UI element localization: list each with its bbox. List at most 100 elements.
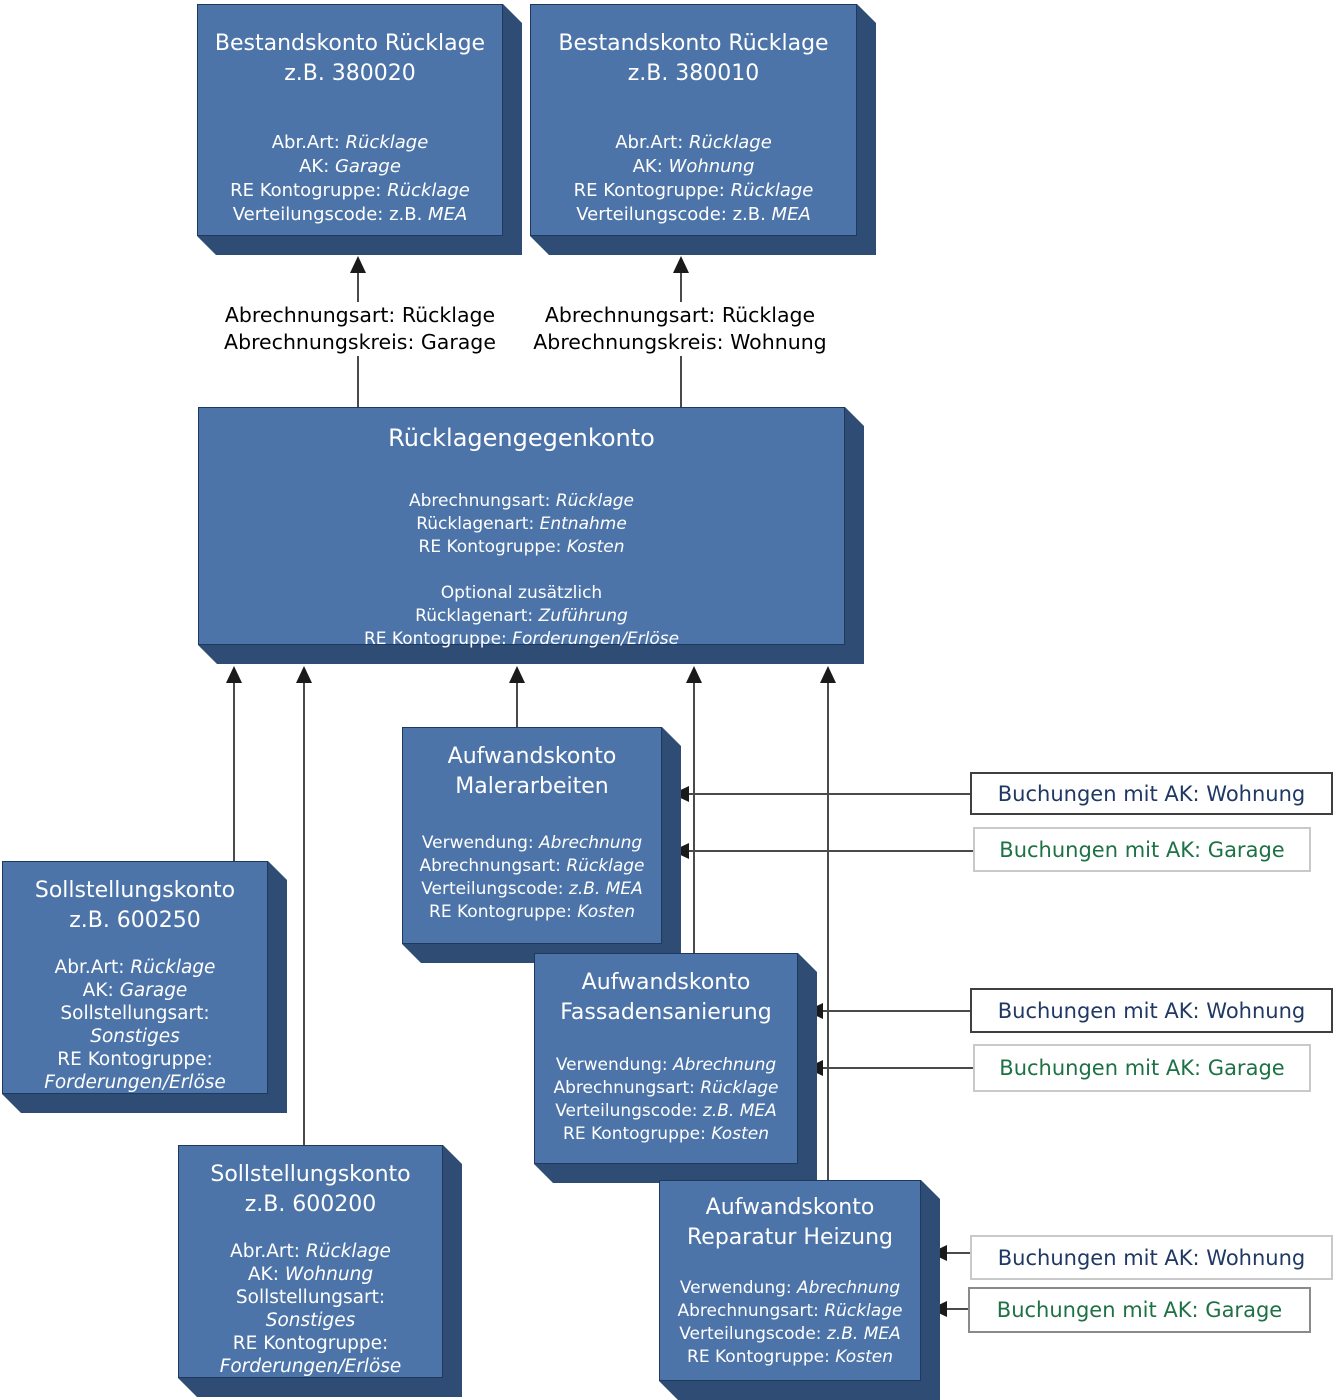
box-attribute: AK: Garage <box>82 980 188 1001</box>
label-buchungen-wohnung-malerarbeiten: Buchungen mit AK: Wohnung <box>970 772 1333 815</box>
box-face: Rücklagengegenkonto Abrechnungsart: Rück… <box>198 407 845 645</box>
box-bestandskonto-380020: Bestandskonto Rücklage z.B. 380020 Abr.A… <box>197 4 522 255</box>
box-attribute: Abr.Art: Rücklage <box>230 1241 391 1262</box>
box-attribute: RE Kontogruppe: Kosten <box>563 1124 769 1144</box>
box-attribute: Rücklagenart: Zuführung <box>415 606 628 626</box>
label-buchungen-garage-malerarbeiten: Buchungen mit AK: Garage <box>973 827 1311 872</box>
arrow-shaft <box>233 683 235 861</box>
arrow-malerarbeiten-to-gegenkonto <box>509 666 525 727</box>
arrow-buchungen-wohnung-to-malerarbeiten <box>672 786 970 802</box>
box-attribute: Forderungen/Erlöse <box>44 1072 226 1093</box>
arrow-sollstellung-600250-to-gegenkonto <box>226 666 242 861</box>
box-attribute: Abrechnungsart: Rücklage <box>677 1301 903 1321</box>
box-title: Aufwandskonto <box>447 744 617 769</box>
arrow-label-line: Abrechnungskreis: Garage <box>224 330 496 354</box>
box-sollstellungskonto-600200: Sollstellungskonto z.B. 600200 Abr.Art: … <box>178 1145 462 1397</box>
arrow-shaft <box>947 1252 970 1254</box>
arrow-sollstellung-600200-to-gegenkonto <box>296 666 312 1145</box>
arrow-label-garage: Abrechnungsart: Rücklage Abrechnungskrei… <box>222 302 498 356</box>
box-attribute: AK: Garage <box>299 156 401 177</box>
box-subtitle: z.B. 600250 <box>69 908 201 933</box>
box-attribute: Verteilungscode: z.B. MEA <box>679 1324 901 1344</box>
box-attribute <box>199 559 844 582</box>
box-attribute: Sollstellungsart: <box>235 1287 386 1308</box>
box-subtitle: z.B. 380020 <box>284 61 416 86</box>
box-face: Aufwandskonto Malerarbeiten Verwendung: … <box>402 727 662 944</box>
box-attribute: Abr.Art: Rücklage <box>615 132 772 153</box>
box-sollstellungskonto-600250: Sollstellungskonto z.B. 600250 Abr.Art: … <box>2 861 287 1113</box>
arrowhead-up <box>296 666 312 683</box>
arrowhead-up <box>673 256 689 273</box>
box-attribute: RE Kontogruppe: Forderungen/Erlöse <box>363 629 680 649</box>
box-title: Rücklagengegenkonto <box>388 424 655 452</box>
box-attribute: Abr.Art: Rücklage <box>54 957 216 978</box>
label-buchungen-wohnung-reparatur-heizung: Buchungen mit AK: Wohnung <box>970 1235 1333 1280</box>
box-attribute: Sollstellungsart: <box>60 1003 210 1024</box>
box-attribute: Abrechnungsart: Rücklage <box>409 491 634 511</box>
box-attribute: Optional zusätzlich <box>440 583 603 603</box>
box-aufwandskonto-malerarbeiten: Aufwandskonto Malerarbeiten Verwendung: … <box>402 727 681 963</box>
box-subtitle: z.B. 380010 <box>627 61 760 86</box>
arrow-shaft <box>516 683 518 727</box>
box-attribute: Abrechnungsart: Rücklage <box>419 856 645 876</box>
box-title: Sollstellungskonto <box>34 878 236 903</box>
arrow-label-line: Abrechnungsart: Rücklage <box>544 303 816 327</box>
box-subtitle: Malerarbeiten <box>455 774 609 799</box>
arrow-buchungen-garage-to-fassadensanierung <box>806 1060 973 1076</box>
box-attribute: RE Kontogruppe: <box>232 1333 389 1354</box>
box-subtitle: Fassadensanierung <box>560 1000 772 1025</box>
arrow-shaft <box>823 1010 970 1012</box>
box-attribute: AK: Wohnung <box>247 1264 374 1285</box>
arrow-shaft <box>947 1308 968 1310</box>
box-attribute: Sonstiges <box>90 1026 180 1047</box>
arrowhead-up <box>820 666 836 683</box>
box-aufwandskonto-reparatur-heizung: Aufwandskonto Reparatur Heizung Verwendu… <box>659 1180 940 1400</box>
box-attribute: RE Kontogruppe: <box>57 1049 213 1070</box>
box-attribute: Verwendung: Abrechnung <box>679 1278 901 1298</box>
box-title: Bestandskonto Rücklage <box>558 31 829 56</box>
arrowhead-up <box>509 666 525 683</box>
arrowhead-up <box>686 666 702 683</box>
box-attribute: Verwendung: Abrechnung <box>555 1055 777 1075</box>
box-title: Bestandskonto Rücklage <box>214 31 486 56</box>
box-attribute: RE Kontogruppe: Kosten <box>418 537 625 557</box>
box-attribute: Rücklagenart: Entnahme <box>416 514 627 534</box>
label-buchungen-garage-reparatur-heizung: Buchungen mit AK: Garage <box>968 1287 1311 1333</box>
box-subtitle: z.B. 600200 <box>244 1192 377 1217</box>
arrow-label-line: Abrechnungsart: Rücklage <box>224 303 496 327</box>
box-aufwandskonto-fassadensanierung: Aufwandskonto Fassadensanierung Verwendu… <box>534 953 817 1183</box>
box-subtitle: Reparatur Heizung <box>686 1225 893 1250</box>
box-attribute: RE Kontogruppe: Rücklage <box>230 180 470 201</box>
box-face: Bestandskonto Rücklage z.B. 380010 Abr.A… <box>530 4 857 236</box>
box-face: Sollstellungskonto z.B. 600200 Abr.Art: … <box>178 1145 443 1378</box>
box-attribute: Verteilungscode: z.B. MEA <box>576 204 811 225</box>
arrow-shaft <box>689 850 973 852</box>
box-attribute: RE Kontogruppe: Kosten <box>687 1347 893 1367</box>
box-bestandskonto-380010: Bestandskonto Rücklage z.B. 380010 Abr.A… <box>530 4 876 255</box>
arrowhead-up <box>350 256 366 273</box>
box-face: Aufwandskonto Fassadensanierung Verwendu… <box>534 953 798 1164</box>
box-face: Bestandskonto Rücklage z.B. 380020 Abr.A… <box>197 4 503 236</box>
arrow-shaft <box>689 793 970 795</box>
arrow-reparatur-heizung-to-gegenkonto <box>820 666 836 1180</box>
label-buchungen-wohnung-fassadensanierung: Buchungen mit AK: Wohnung <box>970 988 1333 1033</box>
arrow-buchungen-garage-to-malerarbeiten <box>672 843 973 859</box>
box-ruecklagengegenkonto: Rücklagengegenkonto Abrechnungsart: Rück… <box>198 407 864 664</box>
box-attribute: RE Kontogruppe: Rücklage <box>573 180 814 201</box>
box-attribute: RE Kontogruppe: Kosten <box>429 902 635 922</box>
label-buchungen-garage-fassadensanierung: Buchungen mit AK: Garage <box>973 1044 1311 1092</box>
box-face: Sollstellungskonto z.B. 600250 Abr.Art: … <box>2 861 268 1094</box>
arrow-buchungen-wohnung-to-fassadensanierung <box>806 1003 970 1019</box>
box-attribute: Abrechnungsart: Rücklage <box>553 1078 779 1098</box>
arrow-shaft <box>693 683 695 953</box>
box-attribute: Verwendung: Abrechnung <box>421 833 643 853</box>
arrowhead-up <box>226 666 242 683</box>
arrow-shaft <box>303 683 305 1145</box>
box-attribute: Abr.Art: Rücklage <box>271 132 429 153</box>
box-face: Aufwandskonto Reparatur Heizung Verwendu… <box>659 1180 921 1381</box>
arrow-shaft <box>823 1067 973 1069</box>
box-title: Sollstellungskonto <box>210 1162 411 1187</box>
box-title: Aufwandskonto <box>581 970 751 995</box>
box-attribute: Verteilungscode: z.B. MEA <box>421 879 643 899</box>
